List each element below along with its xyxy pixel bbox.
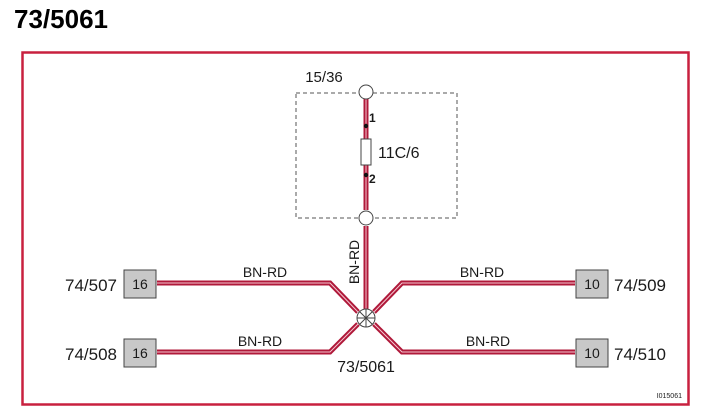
connector-74-508-pin-box [123, 338, 157, 368]
connector-74-508-label: 74/508 [65, 345, 117, 364]
splice-label: 73/5061 [337, 359, 395, 376]
connector-74-509-pin-box [575, 269, 609, 299]
fuse-pin-1-label: 1 [369, 111, 376, 125]
vertical-wire-label: BN-RD [346, 240, 362, 284]
node-fuse-bottom [358, 210, 374, 226]
wire-branch-74-509 [372, 280, 575, 314]
diagram-frame [21, 51, 690, 406]
connector-74-510-pin-box [575, 338, 609, 368]
wire-74-508-label: BN-RD [238, 333, 282, 349]
wire-branch-74-507 [157, 280, 360, 314]
wire-branch-74-510 [372, 322, 575, 355]
connector-74-508-pin: 16 [132, 345, 148, 361]
connector-74-509-label: 74/509 [614, 276, 666, 295]
node-15-36 [358, 84, 374, 100]
wire-74-509-label: BN-RD [460, 264, 504, 280]
connector-74-507-pin: 16 [132, 276, 148, 292]
connector-74-510-label: 74/510 [614, 345, 666, 364]
fuse-box-outline [295, 92, 458, 219]
wire-74-510-label: BN-RD [466, 333, 510, 349]
connector-74-510-pin: 10 [584, 345, 600, 361]
connector-74-507-label: 74/507 [65, 276, 117, 295]
wire-branch-74-508 [157, 322, 360, 355]
connector-74-507-pin-box [123, 269, 157, 299]
figure-id: I015061 [657, 393, 682, 400]
wire-74-507-label: BN-RD [243, 264, 287, 280]
node-15-36-label: 15/36 [305, 69, 343, 86]
fuse-pin-2-label: 2 [369, 172, 376, 186]
connector-74-509-pin: 10 [584, 276, 600, 292]
fuse-pin-2-dot [363, 172, 369, 178]
fuse-pin-1-dot [363, 123, 369, 129]
diagram-title: 73/5061 [14, 4, 108, 34]
fuse-label: 11C/6 [378, 145, 420, 162]
splice-symbol [356, 308, 376, 328]
fuse-symbol [360, 138, 372, 166]
